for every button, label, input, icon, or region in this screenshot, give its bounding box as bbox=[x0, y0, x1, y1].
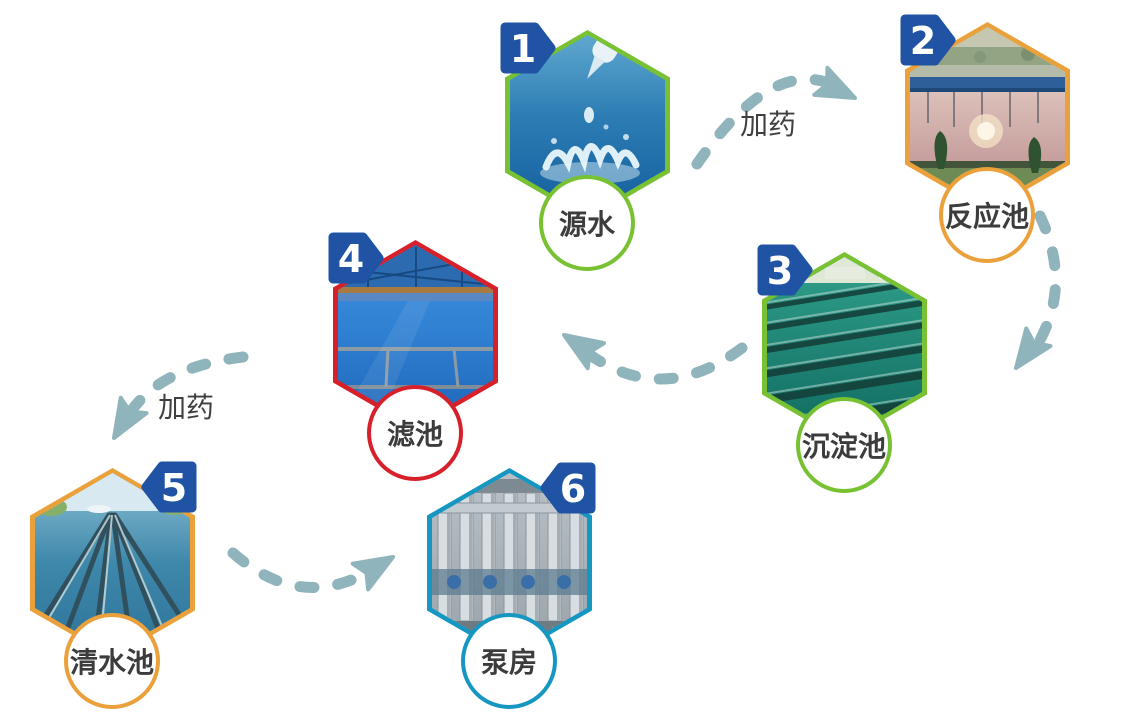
node-reaction-pool: 2 反应池 bbox=[900, 14, 1070, 302]
arrow-source-to-reaction-head bbox=[812, 65, 857, 100]
node-clear-water-pool: 5 清水池 bbox=[30, 461, 197, 714]
step-1-number: 1 bbox=[510, 27, 536, 71]
arrow-reaction-to-sedimentation-dash bbox=[1028, 210, 1062, 356]
arrow-filter-to-clearwater-head bbox=[112, 395, 149, 440]
arrow-reaction-to-sedimentation-head bbox=[1014, 326, 1053, 370]
clear-water-pool-label: 清水池 bbox=[64, 613, 160, 709]
sedimentation-pool-label: 沉淀池 bbox=[796, 397, 892, 493]
arrow-sedimentation-to-filter-head bbox=[562, 333, 607, 371]
arrow-sedimentation-to-filter-dash bbox=[580, 342, 748, 385]
step-2-number: 2 bbox=[910, 19, 936, 63]
arrow-label-add-chemicals-1: 加药 bbox=[740, 108, 797, 141]
filter-pool-label: 滤池 bbox=[367, 385, 463, 481]
step-4-number: 4 bbox=[338, 237, 364, 281]
arrow-source-to-reaction-dash bbox=[691, 73, 832, 170]
node-sedimentation-pool: 3 沉淀池 bbox=[757, 244, 927, 532]
source-water-label: 源水 bbox=[539, 175, 635, 271]
node-source-water: 1 源水 bbox=[500, 22, 670, 310]
arrow-label-add-chemicals-2: 加药 bbox=[158, 391, 215, 424]
arrow-clearwater-to-pump-head bbox=[350, 555, 395, 592]
step-3-number-badge-icon: 3 bbox=[756, 242, 814, 298]
node-pump-house: 6 泵房 bbox=[427, 462, 596, 714]
step-6-number: 6 bbox=[560, 467, 586, 511]
step-2-number-badge-icon: 2 bbox=[899, 12, 957, 68]
step-6-number-badge-icon: 6 bbox=[539, 460, 597, 516]
reaction-pool-label: 反应池 bbox=[939, 167, 1035, 263]
node-filter-pool: 4 滤池 bbox=[328, 232, 498, 520]
step-4-number-badge-icon: 4 bbox=[327, 230, 385, 286]
step-5-number: 5 bbox=[161, 466, 187, 510]
step-1-number-badge-icon: 1 bbox=[499, 20, 557, 76]
pump-house-label: 泵房 bbox=[461, 613, 557, 709]
step-5-number-badge-icon: 5 bbox=[140, 459, 198, 515]
step-3-number: 3 bbox=[767, 249, 793, 293]
arrow-clearwater-to-pump-dash bbox=[227, 547, 378, 593]
